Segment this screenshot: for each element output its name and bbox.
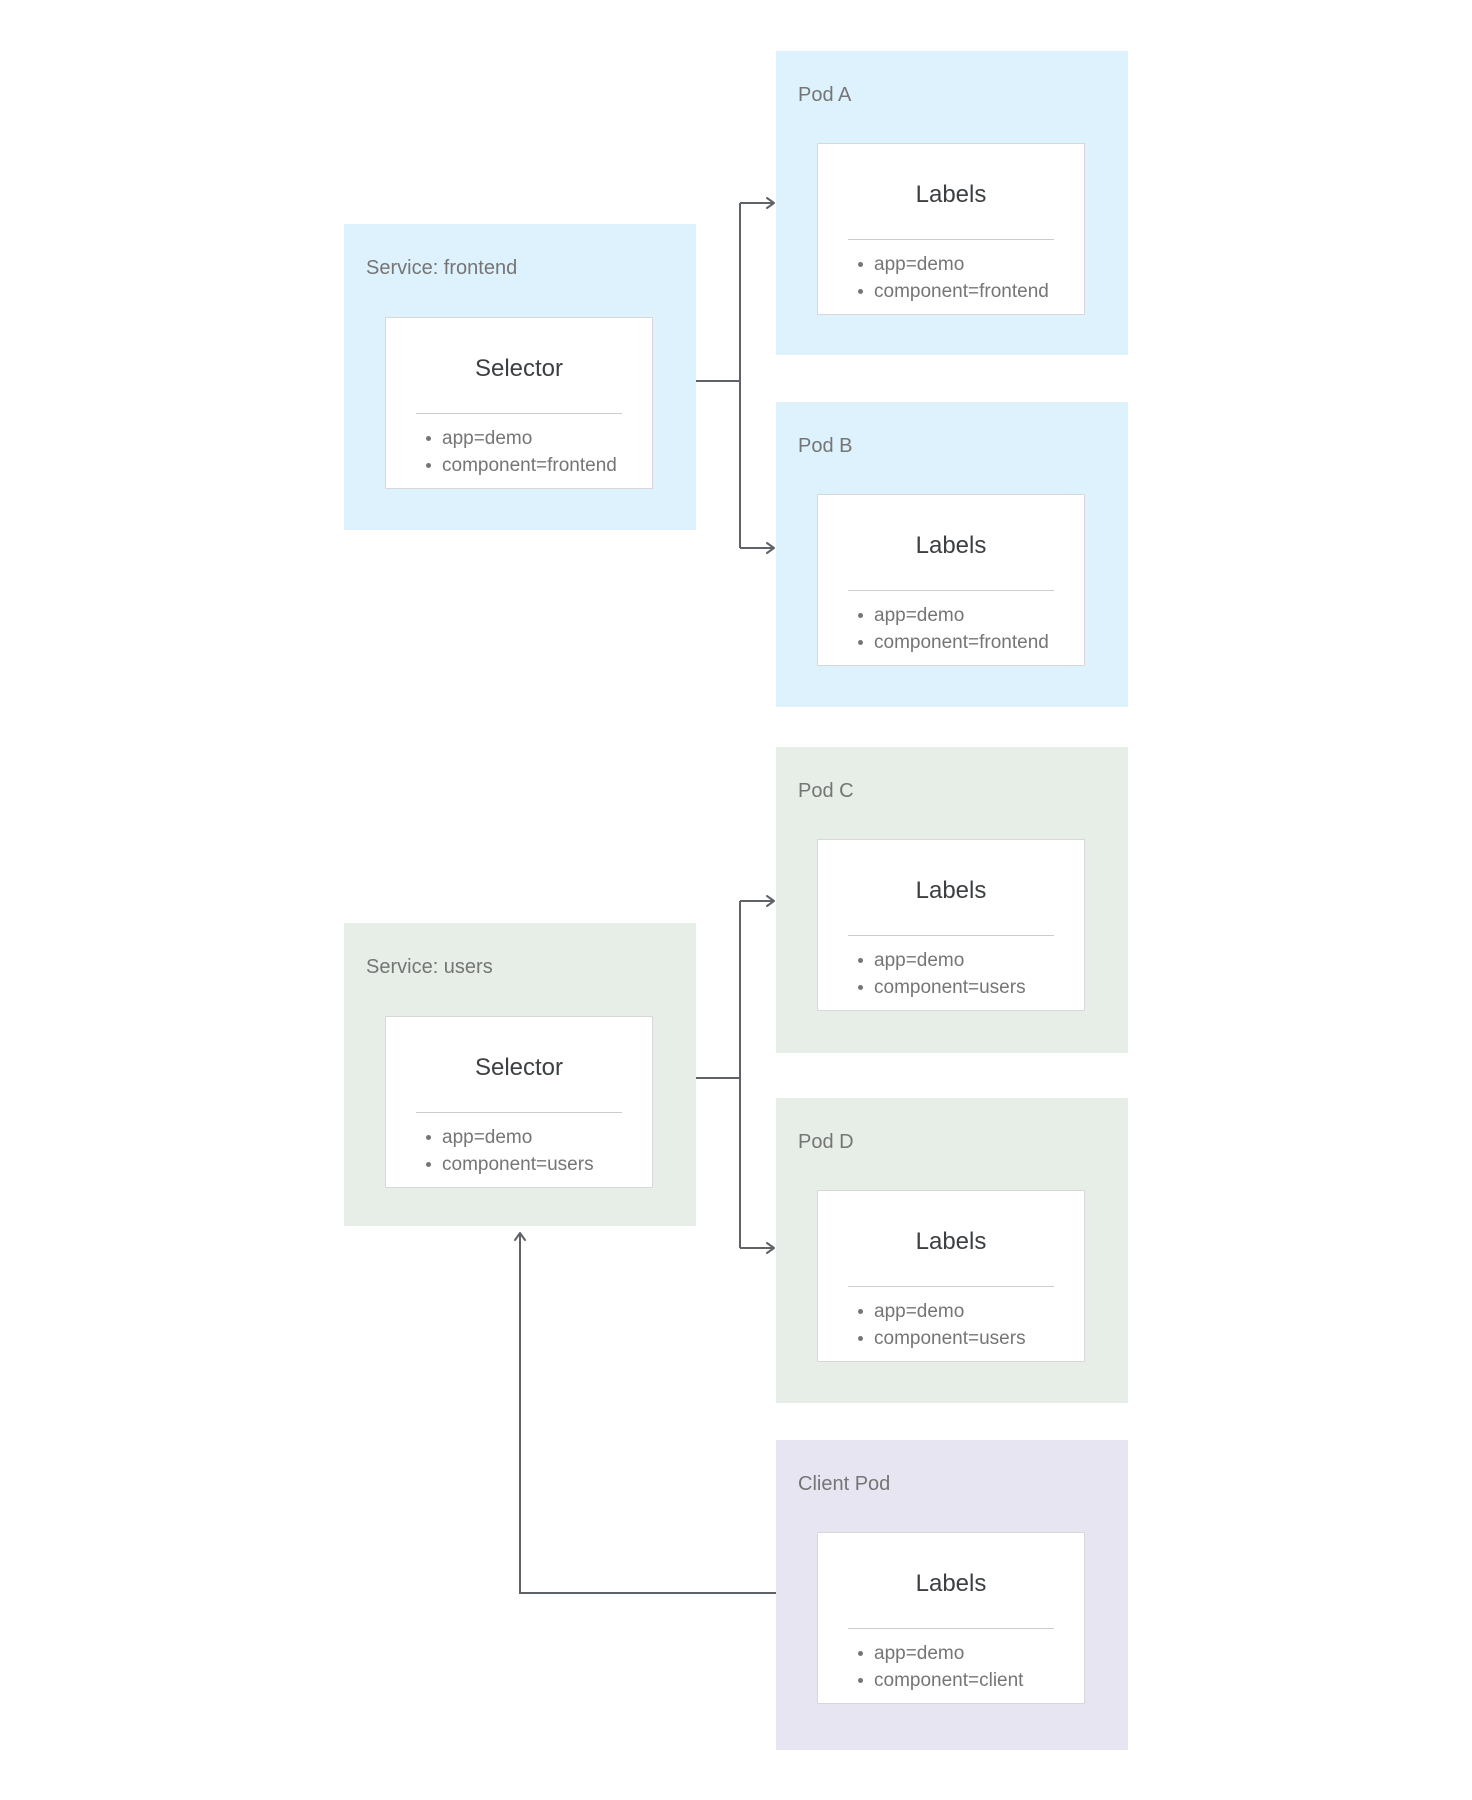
card-divider (848, 1286, 1054, 1287)
card-divider (848, 1628, 1054, 1629)
arrow-client-to-users (514, 1232, 776, 1594)
label-item: app=demo (858, 251, 1084, 278)
labels-card: Labels app=demo component=frontend (817, 494, 1085, 666)
card-divider (848, 590, 1054, 591)
node-title: Pod D (798, 1131, 854, 1153)
label-item: component=users (858, 974, 1084, 1001)
label-list: app=demo component=client (818, 1640, 1084, 1694)
label-list: app=demo component=frontend (818, 602, 1084, 656)
card-heading: Labels (915, 1228, 987, 1255)
card-divider (848, 935, 1054, 936)
selector-card: Selector app=demo component=frontend (385, 317, 653, 489)
card-heading: Labels (915, 1570, 987, 1597)
label-item: app=demo (426, 425, 652, 452)
label-item: component=users (858, 1325, 1084, 1352)
card-divider (416, 413, 622, 414)
pod-a-node: Pod A Labels app=demo component=frontend (776, 51, 1128, 355)
label-list: app=demo component=frontend (818, 251, 1084, 305)
label-item: component=client (858, 1667, 1084, 1694)
label-item: component=frontend (858, 278, 1084, 305)
labels-card: Labels app=demo component=client (817, 1532, 1085, 1704)
label-list: app=demo component=users (818, 947, 1084, 1001)
label-item: app=demo (858, 1298, 1084, 1325)
node-title: Pod B (798, 435, 853, 457)
card-heading: Labels (915, 877, 987, 904)
node-title: Service: frontend (366, 257, 518, 279)
pod-d-node: Pod D Labels app=demo component=users (776, 1098, 1128, 1403)
label-item: app=demo (858, 947, 1084, 974)
label-item: component=frontend (426, 452, 652, 479)
card-divider (416, 1112, 622, 1113)
service-frontend-node: Service: frontend Selector app=demo comp… (344, 224, 696, 530)
node-title: Pod C (798, 780, 854, 802)
label-item: app=demo (426, 1124, 652, 1151)
label-list: app=demo component=users (386, 1124, 652, 1178)
card-heading: Labels (915, 181, 987, 208)
card-heading: Selector (474, 355, 564, 382)
service-users-node: Service: users Selector app=demo compone… (344, 923, 696, 1226)
node-title: Client Pod (798, 1473, 891, 1495)
label-item: component=users (426, 1151, 652, 1178)
card-divider (848, 239, 1054, 240)
card-heading: Labels (915, 532, 987, 559)
label-item: component=frontend (858, 629, 1084, 656)
label-list: app=demo component=users (818, 1298, 1084, 1352)
card-heading: Selector (474, 1054, 564, 1081)
node-title: Service: users (366, 956, 493, 978)
labels-card: Labels app=demo component=frontend (817, 143, 1085, 315)
label-list: app=demo component=frontend (386, 425, 652, 479)
label-item: app=demo (858, 1640, 1084, 1667)
pod-b-node: Pod B Labels app=demo component=frontend (776, 402, 1128, 707)
selector-card: Selector app=demo component=users (385, 1016, 653, 1188)
labels-card: Labels app=demo component=users (817, 1190, 1085, 1362)
node-title: Pod A (798, 84, 852, 106)
label-item: app=demo (858, 602, 1084, 629)
client-pod-node: Client Pod Labels app=demo component=cli… (776, 1440, 1128, 1750)
pod-c-node: Pod C Labels app=demo component=users (776, 747, 1128, 1053)
labels-card: Labels app=demo component=users (817, 839, 1085, 1011)
